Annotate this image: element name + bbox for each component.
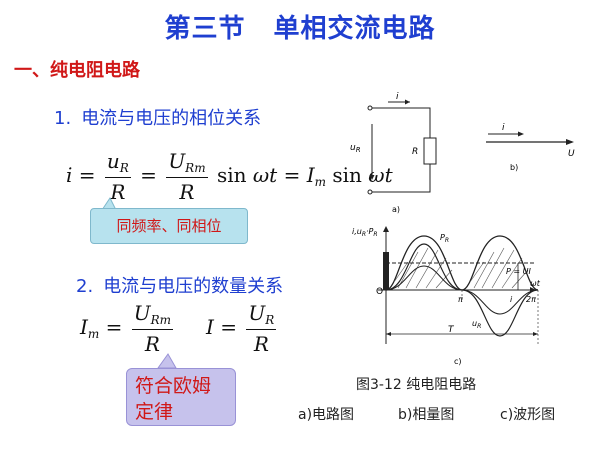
wave-voltage-label: uR xyxy=(472,319,481,330)
section-heading: 一、纯电阻电路 xyxy=(14,60,140,81)
circuit-sublabel: a) xyxy=(392,205,400,214)
subheading-number: 1. xyxy=(54,108,72,129)
title-section: 第三节 xyxy=(164,14,246,44)
title-name: 单相交流电路 xyxy=(273,14,436,44)
callout-line: 定律 xyxy=(135,401,174,423)
phasor-sublabel: b) xyxy=(510,163,518,172)
wave-2pi-label: 2π xyxy=(526,295,536,304)
resistor-label: R xyxy=(412,147,418,157)
wave-sublabel: c) xyxy=(454,357,462,366)
wave-xaxis-label: ωt xyxy=(530,279,541,288)
wave-period-label: T xyxy=(448,325,455,335)
subheading-magnitude: 2. 电流与电压的数量关系 xyxy=(76,272,283,298)
wave-origin-label: O xyxy=(376,287,383,297)
circuit-voltage-label: uR xyxy=(350,143,361,154)
subcaption-phasor: b)相量图 xyxy=(398,407,455,423)
subcaption-circuit: a)电路图 xyxy=(298,407,355,423)
callout-same-frequency: 同频率、同相位 xyxy=(90,208,248,244)
wave-pi-label: π xyxy=(458,295,463,304)
phasor-diagram: i U b) xyxy=(486,123,575,172)
subheading-number: 2. xyxy=(76,276,94,297)
wave-avg-power-label: P = UI xyxy=(506,267,531,276)
subcaption-waveform: c)波形图 xyxy=(500,407,556,423)
phasor-current-label: i xyxy=(502,123,505,133)
callout-ohms-law: 符合欧姆 定律 xyxy=(126,368,236,426)
circuit-current-label: i xyxy=(396,92,399,102)
subheading-phase: 1. 电流与电压的相位关系 xyxy=(54,104,261,130)
figure-caption: 图3-12 纯电阻电路 xyxy=(356,377,477,393)
phasor-voltage-label: U xyxy=(568,149,575,159)
wave-yaxis-label: i,uR·PR xyxy=(352,227,378,238)
subheading-text: 电流与电压的相位关系 xyxy=(81,108,262,129)
circuit-diagram: i uR R a) xyxy=(350,92,437,214)
page-title: 第三节单相交流电路 xyxy=(0,8,600,45)
wave-current-label: i xyxy=(510,295,513,304)
subheading-text: 电流与电压的数量关系 xyxy=(103,276,284,297)
wave-power-label: PR xyxy=(440,233,449,244)
callout-line: 符合欧姆 xyxy=(135,375,212,397)
waveform-diagram: i,uR·PR PR P = UI O π 2π ωt i uR T c) xyxy=(352,226,541,366)
